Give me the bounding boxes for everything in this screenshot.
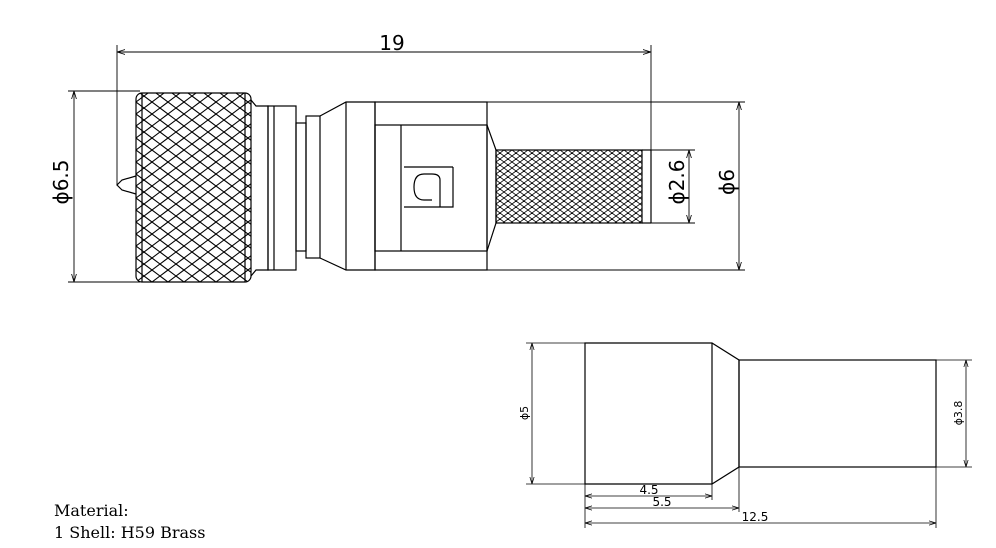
nut-flange bbox=[250, 99, 269, 277]
dim-body-diameter: ϕ6 bbox=[715, 169, 739, 195]
dim-pin-diameter: ϕ2.6 bbox=[665, 160, 689, 205]
top-dimensions bbox=[68, 45, 745, 283]
material-line-1: 1 Shell: H59 Brass bbox=[54, 523, 206, 542]
knurled-nut bbox=[135, 92, 252, 283]
crimp-knurl bbox=[495, 149, 643, 224]
material-notes: Material: 1 Shell: H59 Brass bbox=[54, 500, 205, 544]
dim-part-len-total: 12.5 bbox=[742, 510, 769, 524]
probe-tip bbox=[116, 175, 137, 195]
dim-part-small-diameter: ϕ3.8 bbox=[952, 401, 965, 426]
connector-view bbox=[116, 92, 652, 283]
dim-overall-length: 19 bbox=[379, 31, 404, 55]
dim-part-large-diameter: ϕ5 bbox=[518, 406, 531, 420]
body-sleeve bbox=[374, 101, 488, 271]
material-label: Material: bbox=[54, 501, 129, 520]
contact-slot bbox=[404, 166, 454, 208]
dim-knurl-diameter: ϕ6.5 bbox=[49, 160, 73, 205]
dim-part-len-a: 4.5 bbox=[639, 483, 658, 497]
dim-part-len-b: 5.5 bbox=[652, 495, 671, 509]
ferrule-part bbox=[584, 342, 937, 485]
ferrule-dimensions bbox=[526, 342, 972, 528]
